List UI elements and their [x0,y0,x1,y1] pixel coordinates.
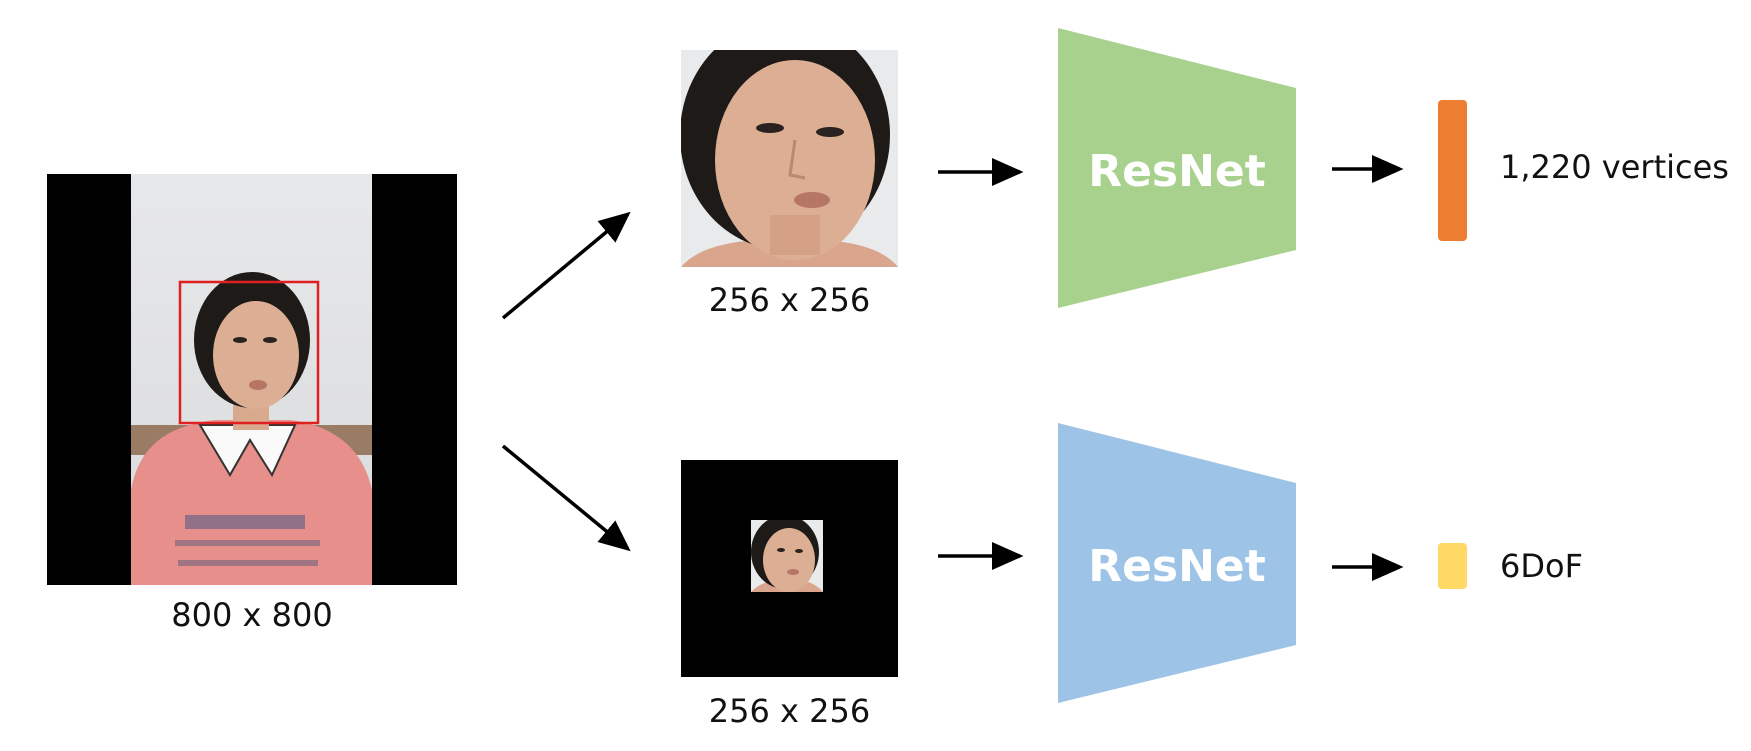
pose-output-label: 6DoF [1500,547,1583,585]
input-image [47,174,457,585]
face-crop-size-label: 256 x 256 [708,281,871,319]
vertices-output-vector [1438,100,1467,241]
face-crop-image [681,50,898,267]
padded-crop-image [681,460,898,677]
vertices-output-label: 1,220 vertices [1500,148,1729,186]
arrow-to-padded-crop [501,444,631,552]
padded-crop-size-label: 256 x 256 [708,692,871,730]
face-bounding-box [178,280,320,425]
pose-output-vector [1438,543,1467,589]
bottom-resnet-label: ResNet [1088,541,1266,592]
bottom-resnet-block [1058,423,1296,703]
top-resnet-block [1058,28,1296,308]
input-size-label: 800 x 800 [171,596,333,634]
arrow-to-face-crop [501,211,631,320]
top-resnet-label: ResNet [1088,146,1266,197]
